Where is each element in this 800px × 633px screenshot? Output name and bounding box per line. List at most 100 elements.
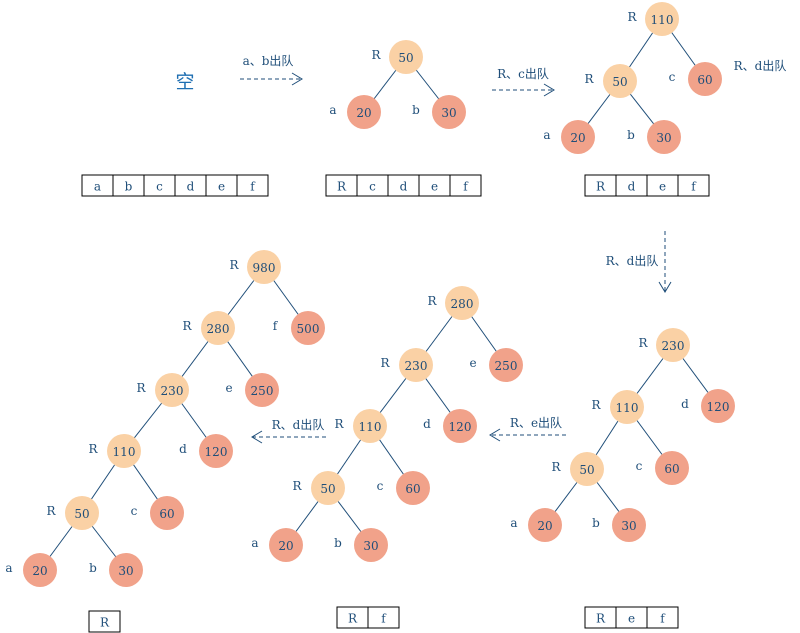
leaf-node [612,508,646,542]
node-weight: 60 [159,507,174,521]
leaf-node [489,348,523,382]
step-arrow-head [658,281,672,293]
node-weight: 60 [697,73,712,87]
node-label: b [334,536,342,550]
queue-t3-cell [646,606,679,629]
internal-node [570,452,604,486]
node-label: R [427,294,437,308]
step-label: R、d出队 [606,253,659,268]
node-label: e [469,356,476,370]
node-weight: 500 [297,322,320,336]
leaf-node [443,409,477,443]
queue-t5-cell [88,610,121,633]
node-label: c [377,479,384,493]
node-weight: 120 [205,445,228,459]
step-arrow-head [291,72,303,86]
step-arrow-head [489,428,501,442]
internal-node [311,471,345,505]
node-weight: 50 [579,463,594,477]
node-label: R [46,504,56,518]
node-weight: 50 [398,51,413,65]
node-label: R [136,381,146,395]
node-weight: 230 [405,359,428,373]
internal-node [610,390,644,424]
node-label: d [179,442,187,456]
node-weight: 110 [113,445,136,459]
node-weight: 50 [612,75,627,89]
step-label: R、c出队 [497,66,549,81]
leaf-node [561,120,595,154]
internal-node [645,2,679,36]
node-label: R [591,398,601,412]
internal-node [107,434,141,468]
step-label: R、e出队 [510,415,562,430]
queue-initial-cell-label: e [218,180,225,194]
leaf-node [245,373,279,407]
leaf-node [109,553,143,587]
empty-state-label: 空 [175,71,194,93]
leaf-node [199,434,233,468]
node-weight: 250 [251,384,274,398]
queue-t3-cell-label: e [628,612,635,626]
internal-node [65,496,99,530]
queue-t1-cell-label: f [463,180,469,194]
node-weight: 50 [74,507,89,521]
node-label: f [273,319,279,333]
leaf-node [701,389,735,423]
node-label: R [229,258,239,272]
node-weight: 20 [537,519,552,533]
node-weight: 120 [707,400,730,414]
queue-initial-cell-label: d [187,180,195,194]
node-label: R [292,479,302,493]
leaf-node [347,95,381,129]
node-label: a [5,561,12,575]
step-label: a、b出队 [243,53,294,68]
queue-initial-cell-label: f [250,180,256,194]
queue-t4-cell-label: f [381,612,387,626]
step-label: R、d出队 [272,417,325,432]
node-label: c [636,459,643,473]
node-label: b [89,561,97,575]
node-label: R [627,10,637,24]
internal-node [656,328,690,362]
node-label: a [329,103,336,117]
node-label: R [584,72,594,86]
node-weight: 30 [118,564,133,578]
node-weight: 30 [656,131,671,145]
leaf-node [23,553,57,587]
queue-t1-cell-label: e [431,180,438,194]
node-weight: 280 [207,322,230,336]
internal-node [389,40,423,74]
queue-initial-cell-label: a [94,180,101,194]
queue-t3-cell-label: R [596,612,606,626]
queue-t4-cell-label: R [348,612,358,626]
queue-t1-cell-label: c [369,180,376,194]
node-label: c [131,504,138,518]
leaf-node [655,451,689,485]
internal-node [155,373,189,407]
node-label: b [627,128,635,142]
leaf-node [647,120,681,154]
node-weight: 230 [662,339,685,353]
node-label: R [334,417,344,431]
node-weight: 120 [449,420,472,434]
leaf-node [396,471,430,505]
queue-t2-cell-label: e [659,180,666,194]
leaf-node [354,528,388,562]
queue-initial-cell-label: b [125,180,133,194]
queue-t3-cell-label: f [660,612,666,626]
queue-t5-cell-label: R [100,616,110,630]
leaf-node [688,62,722,96]
node-label: d [681,397,689,411]
leaf-node [269,528,303,562]
node-label: e [225,381,232,395]
node-label: a [251,536,258,550]
node-label: a [543,128,550,142]
leaf-node [291,311,325,345]
queue-t2-cell [677,174,710,197]
node-label: d [423,417,431,431]
node-weight: 60 [405,482,420,496]
queue-initial-cell-label: c [156,180,163,194]
node-weight: 20 [356,106,371,120]
